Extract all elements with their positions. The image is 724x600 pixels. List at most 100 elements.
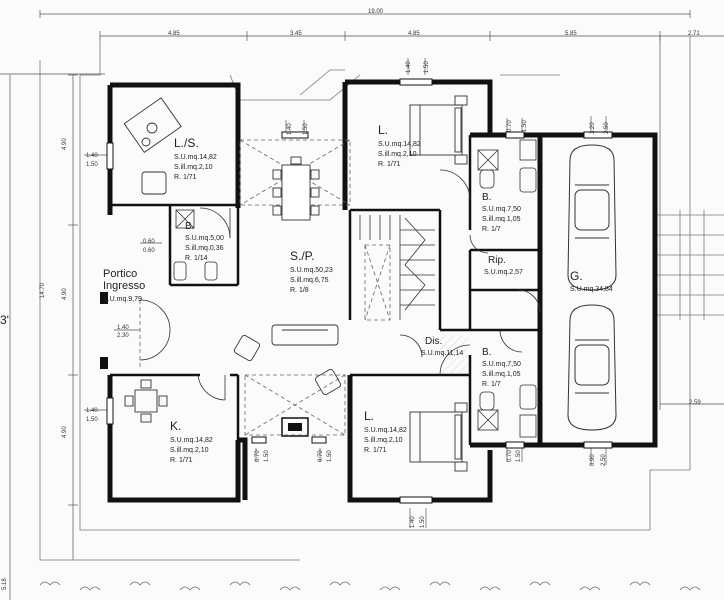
room-study-line-1: S.U.mq.14,82 <box>174 154 217 161</box>
win-bath-top-b: 1.50 <box>522 120 528 132</box>
dim-left-2: 4.90 <box>62 426 68 438</box>
dim-right-offset: 2.59 <box>689 400 701 406</box>
room-bedroom-top-line-1: S.U.mq.14,82 <box>378 141 421 148</box>
room-bath-bottom-label: B. S.U.mq.7,50 S.ill.mq.1,05 R. 1/7 <box>482 348 521 390</box>
beds <box>409 95 468 472</box>
dim-left-3: 5.18 <box>2 578 8 590</box>
room-entry-name-2: Ingresso <box>103 280 146 292</box>
win-living-bl-b: 1.50 <box>264 450 270 462</box>
win-garage-bot-a: 0.90 <box>590 454 596 466</box>
room-kitchen-line-3: R. 1/71 <box>170 457 193 464</box>
room-bath-bottom-name: B. <box>482 347 492 358</box>
win-garage-top-a: 3.20 <box>590 122 596 134</box>
win-study-b: 1.50 <box>86 162 98 168</box>
room-hall-line-1: S.U.mq.11,14 <box>421 350 464 357</box>
dim-top-2: 4.85 <box>408 31 420 37</box>
room-living-line-3: R. 1/8 <box>290 287 309 294</box>
room-bedroom-bottom-line-1: S.U.mq.14,82 <box>364 427 407 434</box>
room-bedroom-top-label: L. S.U.mq.14,82 S.ill.mq.2,10 R. 1/71 <box>378 124 421 170</box>
room-bath-small-line-2: S.ill.mq.0,36 <box>185 245 224 252</box>
dim-left-0: 4.90 <box>62 138 68 150</box>
win-kitchen-a: 1.40 <box>86 408 98 414</box>
room-kitchen-line-1: S.U.mq.14,82 <box>170 437 213 444</box>
room-bath-bottom-line-2: S.ill.mq.1,05 <box>482 371 521 378</box>
win-garage-bot-b: 2.50 <box>601 454 607 466</box>
room-kitchen-name: K. <box>170 419 182 433</box>
lounge-furniture <box>233 324 342 396</box>
room-bedroom-bottom-line-3: R. 1/71 <box>364 447 387 454</box>
staircase <box>359 215 435 320</box>
bath-fixtures <box>173 139 537 438</box>
dim-top-4: 2.71 <box>688 31 700 37</box>
room-living-label: S./P. S.U.mq.50,23 S.ill.mq.6,75 R. 1/8 <box>290 250 333 296</box>
win-bath-left-a: 0.60 <box>143 239 155 245</box>
room-bath-bottom-line-3: R. 1/7 <box>482 381 501 388</box>
win-bath-top-a: 0.70 <box>507 120 513 132</box>
win-entry-b: 2.30 <box>117 333 129 339</box>
room-bedroom-top-name: L. <box>378 123 389 137</box>
room-bedroom-bottom-line-2: S.ill.mq.2,10 <box>364 437 403 444</box>
room-bath-small-label: B. S.U.mq.5,00 S.ill.mq.0,36 R. 1/14 <box>185 222 224 264</box>
dim-top-1: 3.45 <box>290 31 302 37</box>
dim-top-0: 4.85 <box>168 31 180 37</box>
win-living-top-a: 1.40 <box>287 123 293 135</box>
room-living-line-1: S.U.mq.50,23 <box>290 267 333 274</box>
room-hall-label: Dis. S.U.mq.11,14 <box>421 336 463 359</box>
win-bath-bot-a: 0.70 <box>507 450 513 462</box>
win-bot-bed-a: 1.40 <box>410 516 416 528</box>
room-entry-label: Portico Ingresso S.U.mq.9,79 <box>103 268 145 305</box>
room-storage-label: Rip. S.U.mq.2,57 <box>484 256 523 278</box>
windows <box>106 78 613 504</box>
landing-fill <box>440 335 468 373</box>
room-bath-bottom-line-1: S.U.mq.7,50 <box>482 361 521 368</box>
room-study-name: L./S. <box>174 136 199 150</box>
room-entry-name-1: Portico <box>103 268 138 280</box>
room-entry-line-1: S.U.mq.9,79 <box>103 296 142 303</box>
room-bath-top-name: B. <box>482 192 492 203</box>
win-living-br-a: 0.70 <box>318 450 324 462</box>
room-bath-top-label: B. S.U.mq.7,50 S.ill.mq.1,05 R. 1/7 <box>482 193 521 235</box>
room-bedroom-top-line-3: R. 1/71 <box>378 161 401 168</box>
room-bedroom-bottom-label: L. S.U.mq.14,82 S.ill.mq.2,10 R. 1/71 <box>364 410 407 456</box>
room-hall-name: Dis. <box>425 336 443 347</box>
dim-left-1: 4.90 <box>62 288 68 300</box>
garage-cars <box>567 144 617 431</box>
room-bath-top-line-1: S.U.mq.7,50 <box>482 206 521 213</box>
room-garage-name: G. <box>570 269 583 283</box>
room-study-label: L./S. S.U.mq.14,82 S.ill.mq.2,10 R. 1/71 <box>174 137 217 183</box>
win-living-top-b: 1.50 <box>303 123 309 135</box>
left-edge-fragment: 3' <box>0 313 9 327</box>
win-living-br-b: 1.50 <box>327 450 333 462</box>
win-living-bl-a: 0.70 <box>255 450 261 462</box>
room-kitchen-line-2: S.ill.mq.2,10 <box>170 447 209 454</box>
room-living-line-2: S.ill.mq.6,75 <box>290 277 329 284</box>
study-furniture <box>123 97 182 195</box>
room-bath-top-line-3: R. 1/7 <box>482 226 501 233</box>
room-study-line-3: R. 1/71 <box>174 174 197 181</box>
win-top-bed-a: 1.40 <box>406 61 412 73</box>
win-top-bed-b: 1.50 <box>424 61 430 73</box>
win-entry-a: 1.40 <box>117 325 129 331</box>
room-garage-line-1: S.U.mq.34,84 <box>570 286 613 293</box>
win-garage-top-b: 2.50 <box>604 122 610 134</box>
room-bath-small-name: B. <box>185 221 195 232</box>
win-study-a: 1.40 <box>86 153 98 159</box>
dim-overall-width: 19.00 <box>368 9 384 15</box>
win-kitchen-b: 1.50 <box>86 417 98 423</box>
room-bath-top-line-2: S.ill.mq.1,05 <box>482 216 521 223</box>
room-bedroom-bottom-name: L. <box>364 409 375 423</box>
win-bath-left-b: 0.60 <box>143 248 155 254</box>
room-living-name: S./P. <box>290 249 315 263</box>
dining-furniture <box>272 156 320 221</box>
win-bath-bot-b: 1.50 <box>516 450 522 462</box>
room-garage-label: G. S.U.mq.34,84 <box>570 270 613 295</box>
room-bath-small-line-1: S.U.mq.5,00 <box>185 235 224 242</box>
dim-top-3: 5.85 <box>565 31 577 37</box>
win-bot-bed-b: 1.50 <box>420 516 426 528</box>
interior-walls <box>110 135 540 445</box>
room-bath-small-line-3: R. 1/14 <box>185 255 208 262</box>
room-bedroom-top-line-2: S.ill.mq.2,10 <box>378 151 417 158</box>
room-kitchen-label: K. S.U.mq.14,82 S.ill.mq.2,10 R. 1/71 <box>170 420 213 466</box>
column-blocks <box>100 292 309 437</box>
